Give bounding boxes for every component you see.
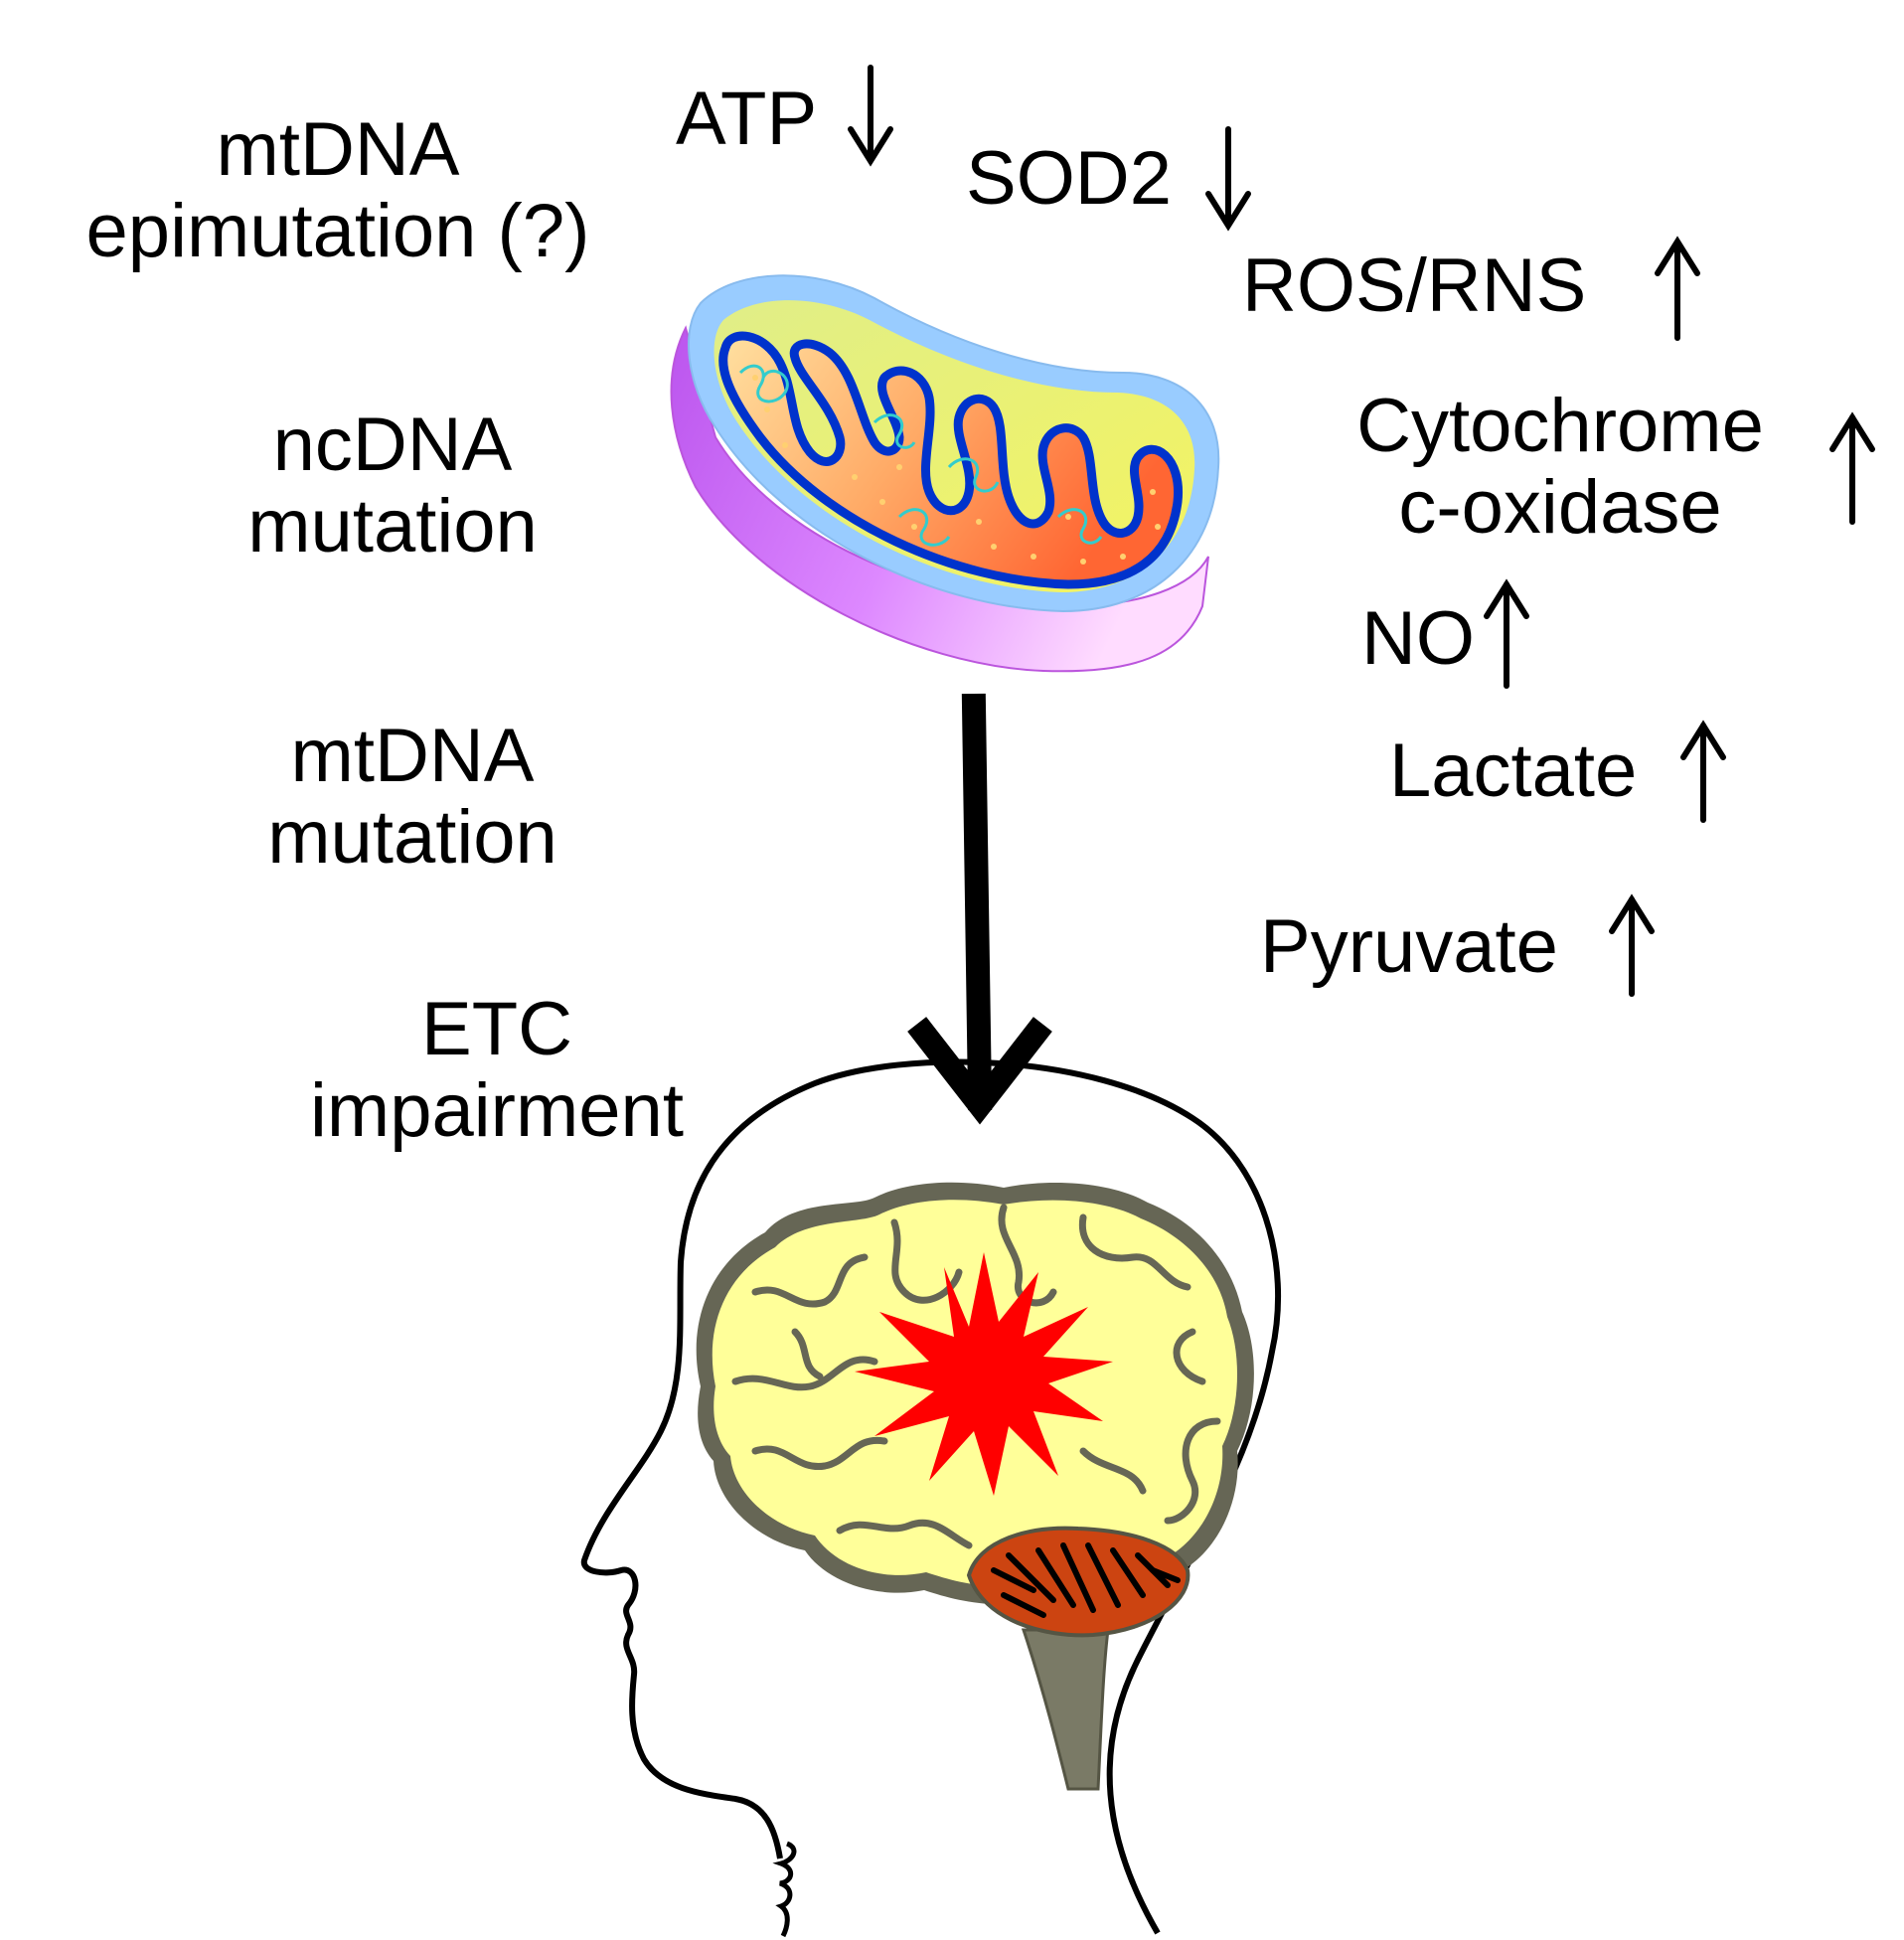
label-etc-impairment: ETC impairment <box>268 987 725 1154</box>
label-line: mutation <box>247 484 538 569</box>
marker-label: ATP <box>676 77 818 161</box>
label-line: epimutation (?) <box>85 189 590 274</box>
marker-label: Cytochrome <box>1356 384 1764 468</box>
chin-squiggle <box>772 1841 797 1938</box>
marker-atp: ATP <box>676 81 817 157</box>
marker-label: ROS/RNS <box>1242 243 1587 328</box>
head-silhouette-icon <box>580 1058 1281 1935</box>
label-line: ncDNA <box>272 403 513 487</box>
label-line: mutation <box>267 795 557 881</box>
marker-pyruvate: Pyruvate <box>1260 909 1558 985</box>
marker-label: SOD2 <box>966 136 1172 221</box>
label-mtdna-epimutation: mtDNA epimutation (?) <box>45 107 631 274</box>
matrix-granules <box>752 375 1161 565</box>
label-mtdna-mutation: mtDNA mutation <box>214 714 611 881</box>
marker-no: NO <box>1361 601 1475 677</box>
label-line: ETC <box>421 987 572 1071</box>
arrow-down-icon <box>907 693 1052 1125</box>
marker-lactate: Lactate <box>1389 733 1637 809</box>
marker-label: Lactate <box>1389 728 1638 813</box>
marker-label: Pyruvate <box>1260 904 1558 989</box>
label-line: impairment <box>310 1068 684 1154</box>
brain-icon <box>696 1182 1254 1791</box>
label-line: mtDNA <box>216 107 460 192</box>
marker-cytochrome: Cytochrome c-oxidase <box>1317 384 1804 551</box>
starburst-icon <box>855 1252 1113 1496</box>
marker-ros-rns: ROS/RNS <box>1242 248 1586 324</box>
mtdna-strand-icon <box>738 364 1103 547</box>
marker-label: NO <box>1361 596 1475 681</box>
mitochondrion-icon <box>670 274 1220 673</box>
marker-label: c-oxidase <box>1398 465 1722 551</box>
label-ncdna-mutation: ncDNA mutation <box>194 404 591 567</box>
cerebellum-folia <box>991 1542 1181 1618</box>
label-line: mtDNA <box>290 714 535 798</box>
marker-sod2: SOD2 <box>966 141 1172 217</box>
